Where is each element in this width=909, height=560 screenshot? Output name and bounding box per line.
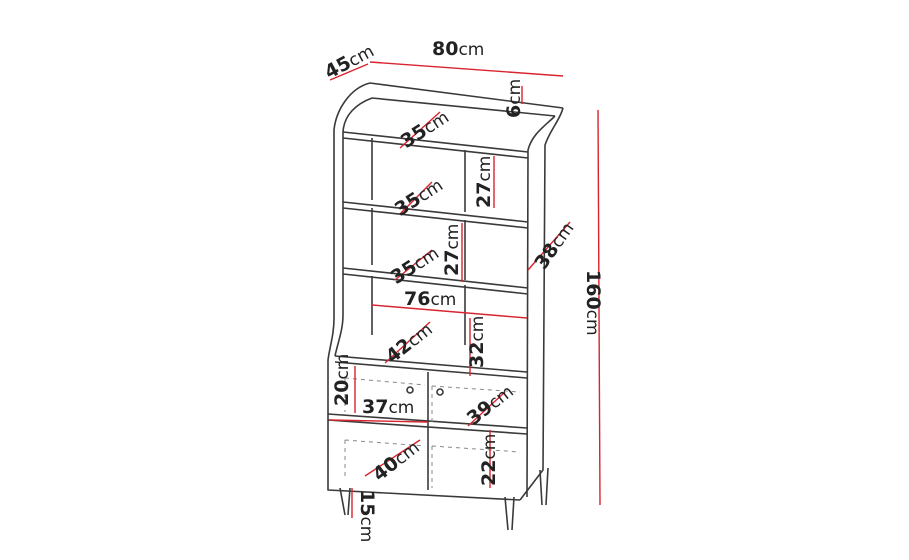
shelf1-height-label: 27cm <box>473 155 495 208</box>
dimension-lines <box>329 61 601 518</box>
shelf1-depth-line <box>399 111 441 149</box>
height-label: 160cm <box>582 270 604 336</box>
shelf3-depth-line <box>394 249 433 281</box>
width-line <box>369 61 564 77</box>
depth-line <box>329 63 369 81</box>
inner-width-label: 76cm <box>404 288 457 310</box>
bottom-height-label: 22cm <box>478 433 500 486</box>
drawer-height-label: 20cm <box>331 353 353 406</box>
drawer-depth-line <box>467 391 506 427</box>
shelf2-height-label: 27cm <box>441 223 463 276</box>
open-height-label: 32cm <box>466 315 488 368</box>
shelf2-depth-line <box>399 181 433 215</box>
drawer-hidden-lines <box>344 377 521 488</box>
drawer-width-label: 37cm <box>362 396 415 418</box>
side-depth-line <box>527 221 571 271</box>
drawer-width-line <box>329 419 428 423</box>
leg-height-label: 15cm <box>356 490 378 543</box>
height-line <box>597 109 601 506</box>
inner-width-line <box>371 304 528 319</box>
bookcase-outline <box>327 82 564 531</box>
width-label: 80cm <box>432 38 485 60</box>
open-depth-line <box>384 321 431 364</box>
bottom-depth-line <box>364 439 421 477</box>
top-gap-label: 6cm <box>503 78 525 118</box>
